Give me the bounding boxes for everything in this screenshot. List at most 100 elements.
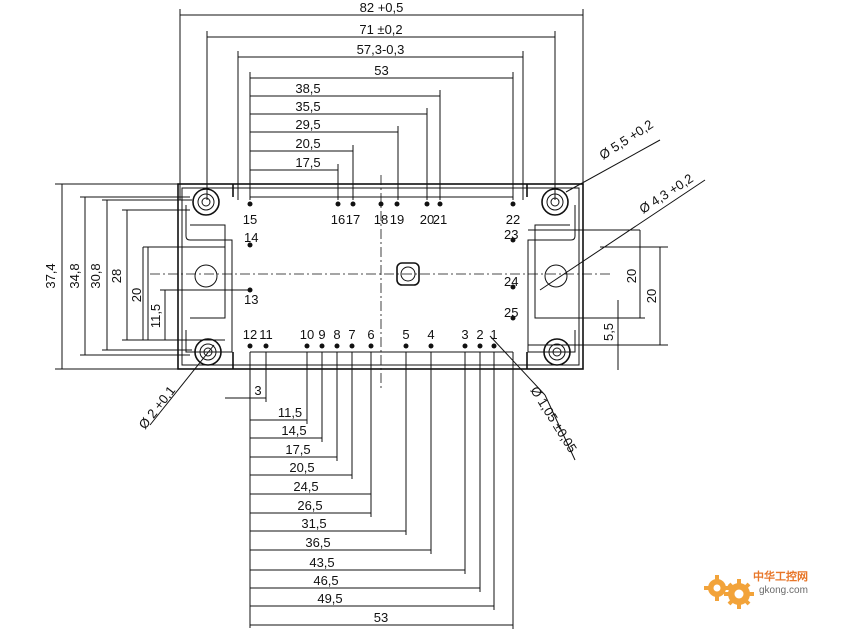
dim-top-4: 38,5 bbox=[295, 81, 320, 96]
dim-left-30-8: 30,8 bbox=[88, 263, 103, 288]
dim-bottom-9: 43,5 bbox=[309, 555, 334, 570]
pin-dot bbox=[510, 201, 516, 207]
pin-label: 14 bbox=[244, 230, 258, 245]
gear-icon bbox=[704, 575, 754, 609]
left-dimension-texts: 37,4 34,8 30,8 28 20 11,5 bbox=[43, 263, 163, 328]
pin-dot bbox=[424, 201, 430, 207]
dim-bottom-12: 53 bbox=[374, 610, 388, 625]
pin-dot bbox=[437, 201, 443, 207]
pin-label: 6 bbox=[367, 327, 374, 342]
pin-dot bbox=[491, 343, 497, 349]
dim-top-1: 71 ±0,2 bbox=[359, 22, 402, 37]
pin-dot bbox=[263, 343, 269, 349]
left-dimension-lines bbox=[55, 183, 250, 370]
dim-left-37-4: 37,4 bbox=[43, 263, 58, 288]
pin-label: 20 bbox=[420, 212, 434, 227]
pin-dot bbox=[403, 343, 409, 349]
dim-bottom-4: 20,5 bbox=[289, 460, 314, 475]
dim-bottom-3: 17,5 bbox=[285, 442, 310, 457]
dim-bottom-5: 24,5 bbox=[293, 479, 318, 494]
dim-bottom-1: 11,5 bbox=[278, 405, 302, 420]
pin-dot bbox=[247, 201, 253, 207]
pin-dot bbox=[510, 284, 516, 290]
pin-dot bbox=[334, 343, 340, 349]
pin-dot bbox=[428, 343, 434, 349]
dim-bottom-6: 26,5 bbox=[297, 498, 322, 513]
pin-label: 3 bbox=[461, 327, 468, 342]
dim-top-5: 35,5 bbox=[295, 99, 320, 114]
pin-label: 7 bbox=[348, 327, 355, 342]
pin-label: 1 bbox=[490, 327, 497, 342]
pin-label: 18 bbox=[374, 212, 388, 227]
watermark: 中华工控网 gkong.com bbox=[701, 566, 831, 614]
pin-dot bbox=[247, 343, 253, 349]
dim-right-20-outer: 20 bbox=[644, 289, 659, 303]
pin-label: 24 bbox=[504, 274, 518, 289]
right-dimension-texts: 20 20 5,5 bbox=[601, 269, 659, 341]
pin-dot bbox=[350, 201, 356, 207]
pin-dot bbox=[394, 201, 400, 207]
pin-label: 16 bbox=[331, 212, 345, 227]
pin-label: 12 bbox=[243, 327, 257, 342]
pin-label: 19 bbox=[390, 212, 404, 227]
right-dimension-lines bbox=[570, 230, 668, 370]
center-lines bbox=[150, 175, 610, 390]
pin-dot bbox=[247, 242, 253, 248]
pin-dot bbox=[510, 237, 516, 243]
callout-diameter-4-3: Ø 4,3 +0,2 bbox=[636, 171, 695, 217]
watermark-brand: 中华工控网 bbox=[753, 571, 808, 583]
dim-bottom-11: 49,5 bbox=[317, 591, 342, 606]
pin-label: 22 bbox=[506, 212, 520, 227]
diameter-callouts: Ø 5,5 +0,2 Ø 4,3 +0,2 Ø 2 +0,1 Ø 1,05 ±0… bbox=[136, 117, 706, 461]
dim-top-6: 29,5 bbox=[295, 117, 320, 132]
dim-right-5-5: 5,5 bbox=[601, 323, 616, 341]
pin-dot bbox=[349, 343, 355, 349]
callout-diameter-5-5: Ø 5,5 +0,2 bbox=[596, 117, 655, 163]
callout-diameter-1-05: Ø 1,05 ±0,05 bbox=[527, 384, 580, 456]
pin-label: 13 bbox=[244, 292, 258, 307]
dim-bottom-7: 31,5 bbox=[301, 516, 326, 531]
dim-bottom-0: 3 bbox=[254, 383, 261, 398]
pin-dot bbox=[378, 201, 384, 207]
pin-dot bbox=[335, 201, 341, 207]
dim-left-20: 20 bbox=[129, 288, 144, 302]
dim-left-34-8: 34,8 bbox=[67, 263, 82, 288]
pin-dot bbox=[477, 343, 483, 349]
dim-top-7: 20,5 bbox=[295, 136, 320, 151]
pin-dot bbox=[304, 343, 310, 349]
dim-left-28: 28 bbox=[109, 269, 124, 283]
pin-dot bbox=[368, 343, 374, 349]
dim-top-0: 82 +0,5 bbox=[360, 0, 404, 15]
pin-label: 10 bbox=[300, 327, 314, 342]
pin-dot bbox=[510, 315, 516, 321]
pin-label: 8 bbox=[333, 327, 340, 342]
pin-dot bbox=[462, 343, 468, 349]
dim-right-20-inner: 20 bbox=[624, 269, 639, 283]
callout-diameter-2: Ø 2 +0,1 bbox=[136, 383, 179, 432]
pin-label: 4 bbox=[427, 327, 434, 342]
dim-bottom-2: 14,5 bbox=[281, 423, 306, 438]
dim-left-11-5: 11,5 bbox=[148, 304, 163, 328]
pin-label: 5 bbox=[402, 327, 409, 342]
top-dimension-lines: 82 +0,5 71 ±0,2 57,3-0,3 53 38,5 35,5 29,5 20,5… bbox=[179, 0, 584, 200]
pin-label: 11 bbox=[259, 327, 273, 342]
pin-dot bbox=[319, 343, 325, 349]
bottom-dimension-lines: 3 11,5 14,5 17,5 20,5 24,5 26,5 31,5 36,5 43,5 46,… bbox=[225, 352, 514, 629]
mounting-holes bbox=[192, 188, 571, 366]
pin-label: 23 bbox=[504, 227, 518, 242]
pin-label: 15 bbox=[243, 212, 257, 227]
dim-top-2: 57,3-0,3 bbox=[357, 42, 405, 57]
pin-label: 25 bbox=[504, 305, 518, 320]
pin-label: 17 bbox=[346, 212, 360, 227]
pin-label: 9 bbox=[318, 327, 325, 342]
pin-dot bbox=[247, 287, 253, 293]
pin-label: 2 bbox=[476, 327, 483, 342]
dim-bottom-8: 36,5 bbox=[305, 535, 330, 550]
pin-label: 21 bbox=[433, 212, 447, 227]
watermark-url: gkong.com bbox=[759, 585, 808, 596]
dim-bottom-10: 46,5 bbox=[313, 573, 338, 588]
dim-top-8: 17,5 bbox=[295, 155, 320, 170]
dim-top-3: 53 bbox=[374, 63, 388, 78]
